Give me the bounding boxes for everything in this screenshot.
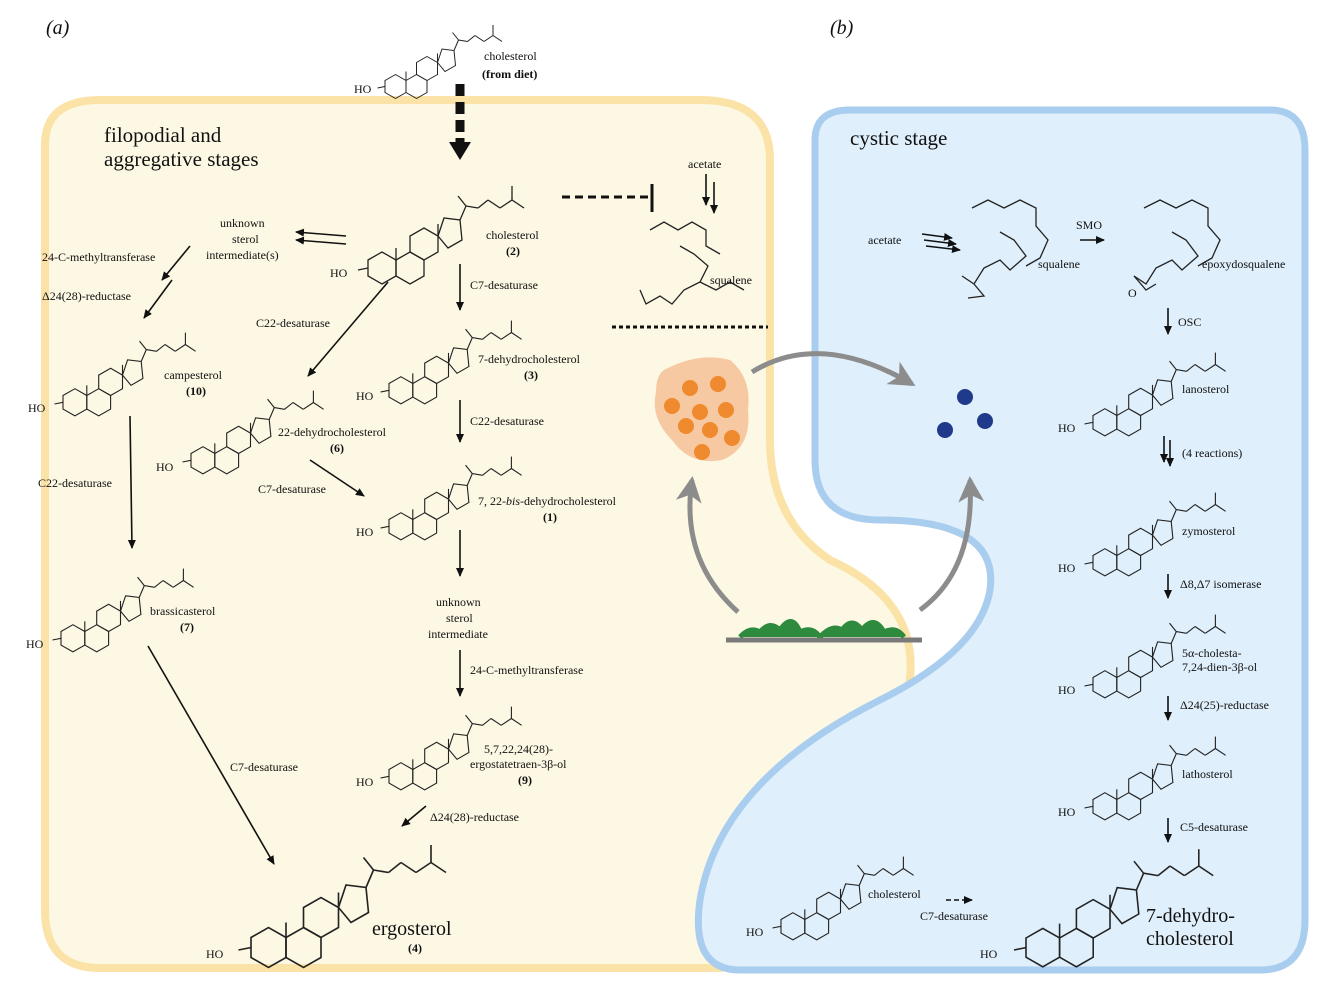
enzyme-c7-c: C7-desaturase [470,278,538,292]
ho-label: HO [354,82,372,96]
acetate-left-label: acetate [688,157,721,171]
ergosterol-label: ergosterol [372,918,452,940]
ho-label: HO [26,637,44,651]
bis-label: 7, 22-bis-dehydrocholesterol [478,494,617,508]
ho-label: HO [1058,805,1076,819]
structure-squalene-left [639,221,745,305]
campesterol-label: campesterol [164,368,223,382]
brassicasterol-number: (7) [180,620,194,634]
cholesterol-right-label: cholesterol [868,887,921,901]
smo-label: SMO [1076,218,1102,232]
cholesterol-2-label: cholesterol [486,228,539,242]
ergostatetraenol-number: (9) [518,773,532,787]
diet-cholesterol-note: (from diet) [482,67,537,81]
zymosterol-label: zymosterol [1182,524,1236,538]
ergosterol-number: (4) [408,941,422,955]
enzyme-c22-c: C22-desaturase [470,414,544,428]
epoxy-o-label: O [1128,286,1137,300]
campesterol-number: (10) [186,384,206,398]
panel-label-b: (b) [830,17,854,39]
cholesta-line1: 5α-cholesta- [1182,646,1242,660]
c5-desaturase-label: C5-desaturase [1180,820,1248,834]
dhc7-number: (3) [524,368,538,382]
panel-label-a: (a) [46,17,70,39]
ho-label: HO [156,460,174,474]
right-stage-region [694,106,1309,974]
ho-label: HO [356,389,374,403]
c7-right-label: C7-desaturase [920,909,988,923]
squalene-left-label: squalene [710,273,752,287]
ho-label: HO [28,401,46,415]
structure-squalene-right [961,199,1049,299]
structure-epoxydosqualene [1133,199,1221,291]
spore-dots [664,376,740,460]
unknown1-line1: unknown [220,216,265,230]
enzyme-methyltransferase-1: 24-C-methyltransferase [42,250,155,264]
unknown2-line3: intermediate [428,627,488,641]
unknown1-line2: sterol [232,232,259,246]
ho-label: HO [356,775,374,789]
enzyme-c22-b: C22-desaturase [256,316,330,330]
diet-cholesterol-label: cholesterol [484,49,537,63]
stage-title-left-2: aggregative stages [104,147,259,171]
dhc7-label: 7-dehydrocholesterol [478,352,581,366]
ho-label: HO [980,947,998,961]
stage-title-left-1: filopodial and [104,123,222,147]
arrow-cells-to-cyst [918,476,985,613]
stage-title-right: cystic stage [850,126,947,150]
arrow-aggregate-to-cyst [750,351,916,387]
ergostatetraenol-line2: ergostatetraen-3β-ol [470,757,567,771]
ho-label: HO [1058,421,1076,435]
ho-label: HO [206,947,224,961]
lathosterol-label: lathosterol [1182,767,1233,781]
enzyme-reductase-2: Δ24(28)-reductase [430,810,519,824]
enzyme-c7-a: C7-desaturase [230,760,298,774]
ho-label: HO [356,525,374,539]
bis-number: (1) [543,510,557,524]
final-product-line2: cholesterol [1146,928,1234,950]
ho-label: HO [1058,683,1076,697]
unknown1-line3: intermediate(s) [206,248,279,262]
unknown2-line2: sterol [446,611,473,625]
reductase-right-label: Δ24(25)-reductase [1180,698,1269,712]
enzyme-reductase-1: Δ24(28)-reductase [42,289,131,303]
filopodial-cells [738,619,907,639]
isomerase-label: Δ8,Δ7 isomerase [1180,577,1261,591]
dehydro22-label: 22-dehydrocholesterol [278,425,387,439]
ergostatetraenol-line1: 5,7,22,24(28)- [484,742,553,756]
ho-label: HO [746,925,764,939]
lanosterol-label: lanosterol [1182,382,1230,396]
ho-label: HO [1058,561,1076,575]
cyst-dots [937,389,993,438]
diet-uptake-arrowhead [449,142,471,160]
four-reactions-label: (4 reactions) [1182,446,1242,460]
cholesterol-2-number: (2) [506,244,520,258]
enzyme-c7-b: C7-desaturase [258,482,326,496]
acetate-right-label: acetate [868,233,901,247]
enzyme-methyltransferase-2: 24-C-methyltransferase [470,663,583,677]
arrow-to-aggregate [675,476,740,614]
final-product-line1: 7-dehydro- [1146,905,1235,927]
epoxydosqualene-label: epoxydosqualene [1202,257,1285,271]
dehydro22-number: (6) [330,441,344,455]
enzyme-c22-a: C22-desaturase [38,476,112,490]
unknown2-line1: unknown [436,595,481,609]
ho-label: HO [330,266,348,280]
cholesta-line2: 7,24-dien-3β-ol [1182,660,1258,674]
brassicasterol-label: brassicasterol [150,604,216,618]
squalene-right-label: squalene [1038,257,1080,271]
osc-label: OSC [1178,315,1201,329]
